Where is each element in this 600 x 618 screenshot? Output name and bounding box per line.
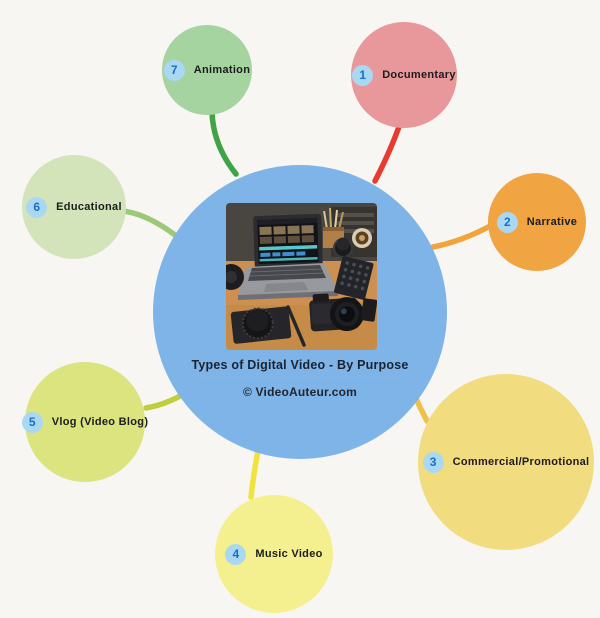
node-number: 1 <box>359 68 367 82</box>
node-number-badge: 1 <box>352 64 374 86</box>
node-animation: 7 Animation <box>162 25 252 115</box>
connector-animation <box>209 109 239 177</box>
node-music-video: 4 Music Video <box>215 495 333 613</box>
node-label: Animation <box>193 64 251 76</box>
workspace-photo <box>226 203 377 350</box>
node-number: 6 <box>33 200 41 214</box>
node-number-badge: 2 <box>496 211 518 233</box>
node-number: 2 <box>503 215 511 229</box>
node-narrative: 2 Narrative <box>488 173 586 271</box>
node-number: 7 <box>170 63 178 77</box>
node-educational: 6 Educational <box>22 155 126 259</box>
title-divider <box>194 377 406 378</box>
node-number: 5 <box>28 415 36 429</box>
video-editing-workspace-illustration <box>226 203 377 350</box>
node-number-badge: 3 <box>422 451 444 473</box>
node-number-badge: 6 <box>26 196 48 218</box>
node-label: Commercial/Promotional <box>452 456 590 468</box>
connector-music-video <box>248 443 262 500</box>
node-vlog: 5 Vlog (Video Blog) <box>21 362 148 482</box>
diagram-title: Types of Digital Video - By Purpose <box>191 358 409 372</box>
node-label: Vlog (Video Blog) <box>51 416 149 428</box>
connector-educational <box>120 208 178 238</box>
copyright-text: © VideoAuteur.com <box>242 385 358 399</box>
node-label: Educational <box>56 201 122 213</box>
node-documentary: 1 Documentary <box>351 22 457 128</box>
node-label: Music Video <box>255 548 323 560</box>
center-node: Types of Digital Video - By Purpose © Vi… <box>153 165 447 459</box>
node-number: 4 <box>232 547 240 561</box>
connector-narrative <box>430 222 495 250</box>
node-label: Documentary <box>382 69 456 81</box>
node-number-badge: 4 <box>225 543 247 565</box>
node-number-badge: 5 <box>21 411 43 433</box>
connector-documentary <box>372 121 403 184</box>
node-commercial-promotional: 3 Commercial/Promotional <box>418 374 594 550</box>
node-label: Narrative <box>526 216 578 228</box>
node-number: 3 <box>429 455 437 469</box>
node-number-badge: 7 <box>163 59 185 81</box>
